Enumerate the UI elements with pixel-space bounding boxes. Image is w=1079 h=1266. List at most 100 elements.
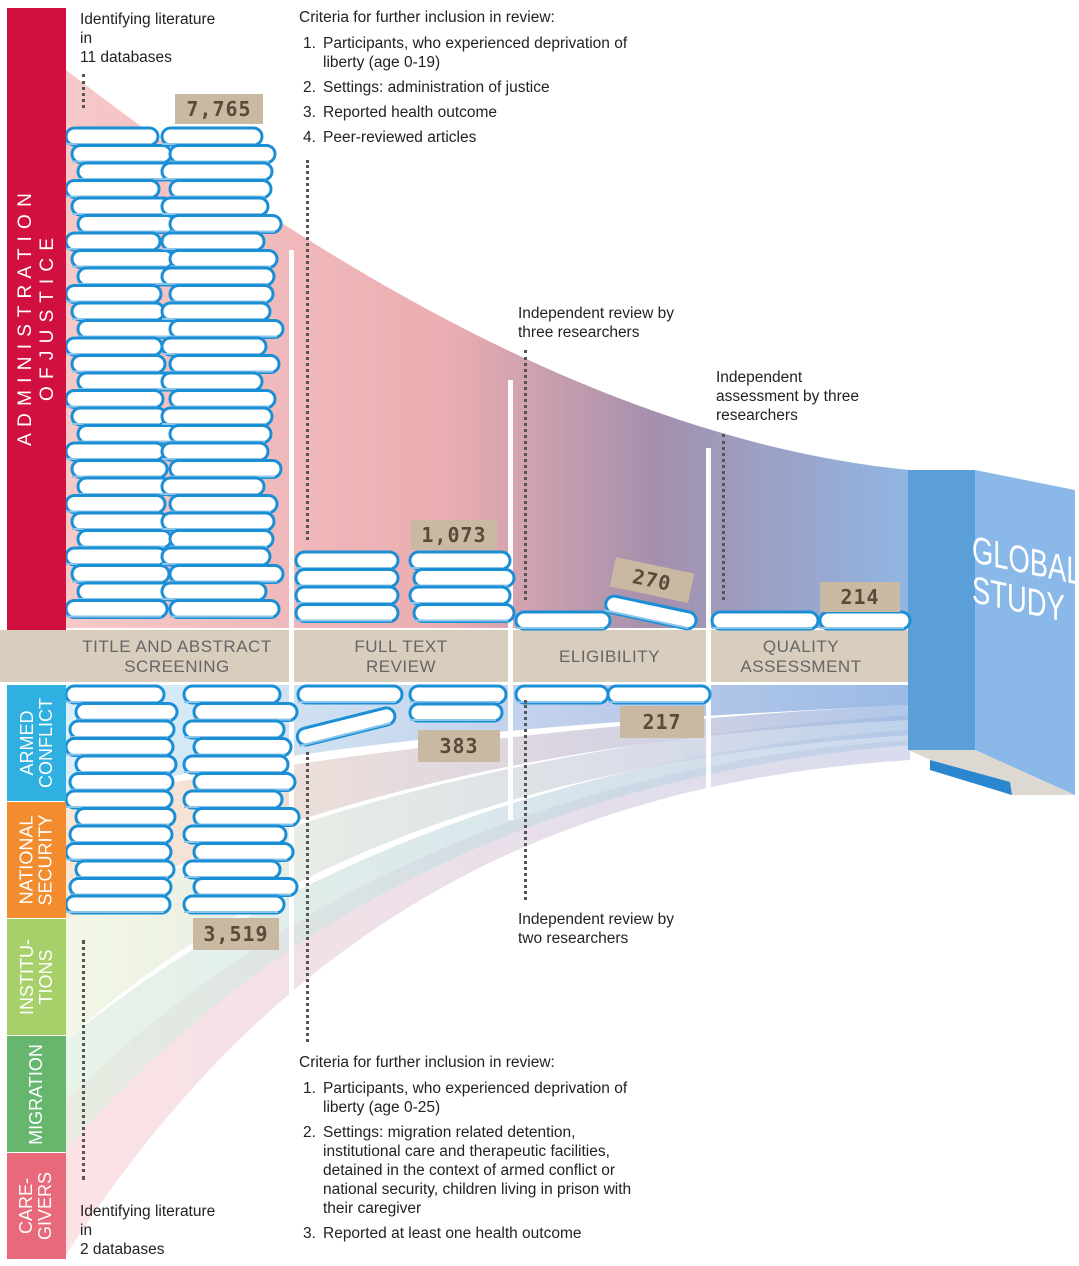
paper-sheet [168,144,277,164]
paper-sheet [182,684,282,705]
paper-sheet [70,564,171,584]
paper-sheet [294,568,400,588]
paper-sheet [68,719,176,740]
paper-sheet [64,684,166,705]
paper-sheet [64,179,161,199]
note-eligibility-bottom-dots [524,700,527,900]
top-criteria-item-3: 3.Reported health outcome [303,104,498,121]
paper-sheet [710,610,820,631]
paper-sheet [70,144,173,164]
note-eligibility-top: Independent review by three researchers [518,305,674,341]
paper-sheet [168,389,277,409]
paper-sheet [514,684,610,705]
note-eligibility-top-dots [524,350,527,600]
paper-sheet [412,568,516,588]
paper-sheet [160,581,268,602]
top-criteria: Criteria for further inclusion in review… [299,8,699,153]
paper-sheet [168,529,275,549]
paper-sheet [70,354,167,374]
paper-sheet [295,706,397,747]
paper-sheet [160,546,272,567]
paper-sheet [294,550,400,571]
paper-sheet [70,459,169,479]
top-identify-text: Identifying literature in 11 databases [80,11,216,66]
paper-sheet [192,772,297,792]
paper-sheet [76,424,181,444]
paper-sheet [160,476,266,497]
paper-sheet [604,594,698,631]
paper-sheet [294,603,400,623]
paper-sheet [192,842,295,862]
paper-sheet [168,459,283,479]
paper-sheet [64,284,163,304]
paper-sheet [64,126,160,147]
bottom-identify-dots [82,940,85,1180]
paper-sheet [168,564,285,584]
bottom-criteria-item-3: 3.Reported at least one health outcome [303,1225,582,1242]
paper-sheet [70,196,174,217]
paper-sheet [408,550,512,571]
count-top-start: 7,765 [175,94,263,124]
paper-sheet [294,585,400,606]
paper-sheet [408,702,504,723]
paper-sheet [70,406,168,427]
paper-sheet [70,511,170,532]
paper-sheet [64,441,166,462]
paper-sheet [64,599,169,619]
bottom-criteria: Criteria for further inclusion in review… [299,1053,699,1249]
paper-sheet [168,319,285,339]
paper-sheet [70,301,166,322]
paper-sheet [182,754,290,775]
paper-sheet [192,737,293,757]
band-caregivers: CARE- GIVERS [7,1153,66,1259]
paper-sheet [68,772,175,792]
paper-sheet [64,494,167,514]
stage-band [0,630,910,682]
band-administration-of-justice: A D M I N I S T R A T I O N O F J U S T … [7,8,66,630]
count-bottom-start: 3,519 [193,918,279,950]
paper-sheet [74,859,176,880]
paper-sheet [168,284,275,304]
bottom-criteria-item-2: 2.Settings: migration related detention,… [303,1124,632,1217]
paper-sheet [168,599,281,619]
paper-sheet [64,336,164,357]
paper-sheet [74,807,177,827]
paper-sheet [70,249,175,269]
paper-sheet [76,581,174,602]
paper-sheet [64,789,174,810]
paper-sheet [160,126,264,147]
paper-sheet [64,231,162,252]
paper-sheet [160,266,276,287]
stage-eligibility: ELIGIBILITY [559,647,660,666]
paper-sheet [168,424,273,444]
paper-sheet [182,859,282,880]
note-eligibility-bottom: Independent review by two researchers [518,911,674,947]
paper-sheet [182,789,284,810]
count-top-quality: 214 [820,582,900,612]
paper-sheet [168,179,273,199]
band-institutions: INSTITU- TIONS [7,919,66,1035]
paper-sheet [296,684,404,705]
paper-sheet [74,702,179,722]
paper-sheet [168,214,283,234]
count-bottom-eligibility: 217 [620,706,704,738]
paper-sheet [514,610,612,631]
global-study-book [908,470,1075,795]
paper-sheet [168,494,279,514]
note-quality-top-dots [722,434,725,600]
paper-sheet [182,894,286,915]
band-migration: MIGRATION [7,1036,66,1152]
paper-sheet [818,610,912,631]
top-funnel [66,70,910,628]
paper-sheet [412,603,516,623]
band-national-security: NATIONAL SECURITY [7,802,66,918]
paper-sheet [160,161,274,182]
paper-sheet [74,754,178,775]
bottom-identify-text: Identifying literature in 2 databases [80,1203,216,1258]
paper-sheet [408,585,512,606]
paper-sheet [76,161,176,182]
